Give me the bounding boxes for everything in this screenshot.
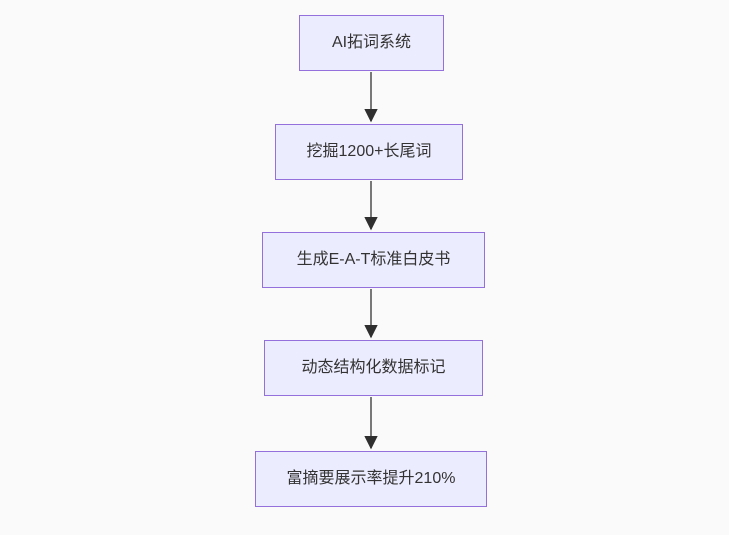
flow-node-dynamic-structured-data: 动态结构化数据标记 <box>264 340 483 396</box>
node-label: 动态结构化数据标记 <box>301 359 446 377</box>
node-label: AI拓词系统 <box>331 34 412 52</box>
flow-node-generate-eat-whitepaper: 生成E-A-T标准白皮书 <box>262 232 485 288</box>
node-label: 富摘要展示率提升210% <box>286 470 456 488</box>
node-label: 生成E-A-T标准白皮书 <box>296 251 451 269</box>
flow-node-rich-snippet-rate: 富摘要展示率提升210% <box>255 451 487 507</box>
flow-node-ai-keyword-system: AI拓词系统 <box>299 15 444 71</box>
flow-node-mine-longtail-keywords: 挖掘1200+长尾词 <box>275 124 463 180</box>
node-label: 挖掘1200+长尾词 <box>306 143 432 161</box>
